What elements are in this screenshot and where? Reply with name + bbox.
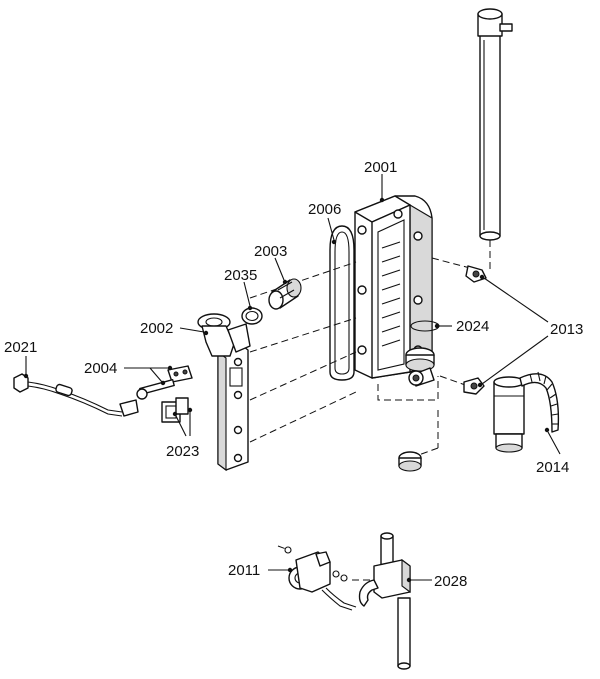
pressure-sensor-2011 bbox=[277, 545, 357, 611]
label-2001: 2001 bbox=[364, 159, 397, 176]
fin-pattern bbox=[381, 241, 401, 347]
connector-fitting bbox=[408, 367, 435, 387]
label-2013: 2013 bbox=[550, 321, 583, 338]
siphon-2014 bbox=[493, 371, 560, 453]
label-2003: 2003 bbox=[254, 243, 287, 260]
dash-align-3 bbox=[249, 351, 357, 401]
label-2006: 2006 bbox=[308, 201, 341, 218]
label-2024: 2024 bbox=[456, 318, 489, 335]
clip-2013-lower bbox=[463, 377, 485, 395]
leader-lines bbox=[23, 174, 561, 583]
label-2002: 2002 bbox=[140, 320, 173, 337]
label-2028: 2028 bbox=[434, 573, 467, 590]
ignition-cable-2021 bbox=[13, 373, 139, 417]
front-plate bbox=[217, 343, 249, 472]
dash-box-outlet bbox=[377, 376, 439, 401]
gasket-2023 bbox=[161, 397, 189, 423]
ring-2035 bbox=[241, 307, 263, 325]
hose-ribs bbox=[529, 371, 559, 425]
dash-drain-plug-2 bbox=[415, 447, 439, 457]
label-2021: 2021 bbox=[4, 339, 37, 356]
drain-plug bbox=[398, 451, 422, 472]
dash-align-1 bbox=[249, 261, 357, 299]
dash-align-4 bbox=[249, 391, 357, 443]
filter-2003 bbox=[268, 278, 302, 310]
label-2014: 2014 bbox=[536, 459, 569, 476]
electrode-2004 bbox=[136, 365, 193, 400]
dash-clip-upper bbox=[431, 257, 471, 269]
flange-elbow-2002 bbox=[197, 313, 251, 357]
heat-exchanger-body-2001 bbox=[354, 195, 435, 379]
label-2035: 2035 bbox=[224, 267, 257, 284]
gasket-2006 bbox=[329, 225, 355, 381]
tee-fitting-2028 bbox=[352, 532, 411, 670]
dash-align-2 bbox=[249, 317, 357, 353]
label-2004: 2004 bbox=[84, 360, 117, 377]
clip-2013-upper bbox=[465, 265, 487, 283]
label-2023: 2023 bbox=[166, 443, 199, 460]
vertical-pipe bbox=[477, 8, 513, 241]
label-2011: 2011 bbox=[228, 562, 260, 579]
